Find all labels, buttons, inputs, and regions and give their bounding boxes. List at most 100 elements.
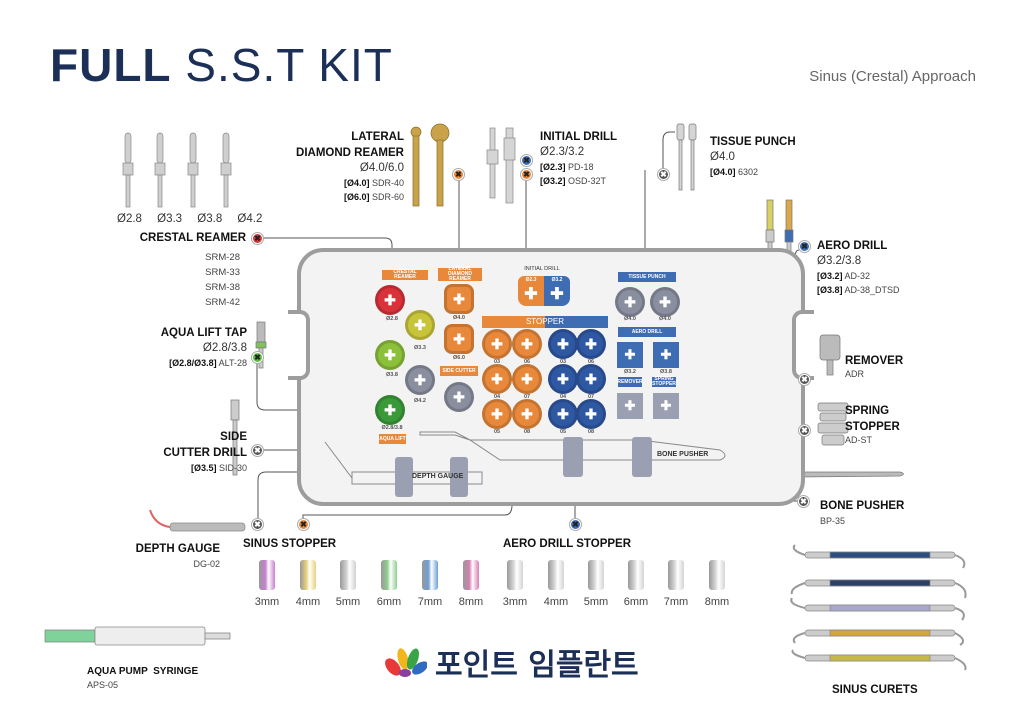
sinus-stopper-item	[259, 560, 275, 590]
well-label: 05	[559, 429, 567, 435]
sinus-stopper-item	[340, 560, 356, 590]
sinus-stopper-item	[381, 560, 397, 590]
well-label: Ø4.0	[659, 316, 671, 322]
stopper-size-label: 8mm	[458, 596, 484, 608]
marker-initial-23: ✖	[521, 155, 532, 166]
well-crestal-33: ✚	[405, 310, 435, 340]
syringe-tool	[44, 626, 231, 646]
well-remover: ✚	[617, 393, 643, 419]
aero-stopper-item	[628, 560, 644, 590]
leader-aqua	[256, 352, 375, 411]
page-title: FULL S.S.T KIT	[50, 39, 393, 91]
well-initial-32: Ø3.2✚	[544, 276, 570, 306]
marker-aqua-lift: ✖	[252, 352, 263, 363]
marker-side-cutter: ✖	[252, 445, 263, 456]
stopper-size-label: 6mm	[623, 596, 649, 608]
side-cutter-drill	[230, 399, 240, 476]
sinus-stopper-item	[300, 560, 316, 590]
tray-label-aqua-lift: AQUA LIFT	[379, 434, 406, 444]
well-label: Ø3.2	[551, 276, 563, 283]
crestal-reamer-title: CRESTAL REAMER	[139, 232, 246, 244]
well-stopper: ✚	[576, 364, 606, 394]
tray-label-spring: SPRING STOPPER	[652, 376, 676, 387]
sinus-curets-label: SINUS CURETS	[832, 684, 918, 696]
aero-stopper-item	[548, 560, 564, 590]
aero-stopper-item	[668, 560, 684, 590]
well-label: Ø2.8/3.8	[381, 425, 403, 431]
well-label: Ø3.3	[414, 345, 426, 351]
well-label: Ø3.8	[660, 369, 672, 375]
lateral-diamond-reamers	[410, 123, 450, 207]
well-label: 03	[493, 359, 501, 365]
aero-stopper-item	[709, 560, 725, 590]
well-lateral-40: ✚	[444, 284, 474, 314]
well-label: 08	[523, 429, 531, 435]
tissue-punches	[676, 123, 697, 191]
well-tissue-1: ✚	[615, 287, 645, 317]
marker-depth: ✖	[252, 519, 263, 530]
sinus-curets-tools	[790, 544, 967, 671]
well-label: Ø3.8	[386, 372, 398, 378]
stopper-size-label: 5mm	[335, 596, 361, 608]
well-stopper: ✚	[482, 364, 512, 394]
initial-drills	[486, 127, 516, 204]
tray-label-tissue: TISSUE PUNCH	[618, 272, 676, 282]
depth-gauge-tool	[149, 509, 246, 532]
stopper-size-label: 6mm	[376, 596, 402, 608]
well-stopper: ✚	[548, 399, 578, 429]
spring-stopper-tool	[817, 402, 849, 446]
page-subtitle: Sinus (Crestal) Approach	[809, 68, 976, 85]
marker-initial-32: ✖	[521, 169, 532, 180]
well-stopper: ✚	[548, 329, 578, 359]
well-side-cutter: ✚	[444, 382, 474, 412]
sinus-stopper-title: SINUS STOPPER	[243, 538, 337, 550]
sinus-stopper-item	[422, 560, 438, 590]
remover-tool	[819, 334, 841, 376]
tray-label-aero: AERO DRILL	[618, 327, 676, 337]
well-tissue-2: ✚	[650, 287, 680, 317]
well-label: 08	[587, 429, 595, 435]
marker-bone-pusher: ✖	[798, 496, 809, 507]
tray-label-side-cutter: SIDE CUTTER	[440, 366, 478, 376]
stopper-size-label: 7mm	[663, 596, 689, 608]
tray-notch-left	[288, 310, 310, 380]
leader-depth	[257, 471, 340, 519]
well-stopper: ✚	[576, 399, 606, 429]
stopper-size-label: 3mm	[502, 596, 528, 608]
well-crestal-42: ✚	[405, 365, 435, 395]
well-label: 04	[493, 394, 501, 400]
well-aqua-lift: ✚	[375, 395, 405, 425]
well-label: Ø2.8	[386, 316, 398, 322]
well-lateral-60: ✚	[444, 324, 474, 354]
well-label: Ø6.0	[453, 355, 465, 361]
tray-label-initial: INITIAL DRILL	[524, 266, 560, 272]
logo-petals-icon	[385, 648, 427, 677]
tray-label-remover: REMOVER	[617, 377, 643, 387]
crestal-reamer-drills	[122, 132, 232, 208]
well-stopper: ✚	[512, 329, 542, 359]
marker-remover: ✖	[799, 374, 810, 385]
well-spring: ✚	[653, 393, 679, 419]
stopper-size-label: 7mm	[417, 596, 443, 608]
marker-sinus-stopper: ✖	[298, 519, 309, 530]
well-stopper: ✚	[512, 364, 542, 394]
leader-crestal	[263, 237, 393, 285]
aero-stopper-item	[507, 560, 523, 590]
stopper-size-label: 4mm	[543, 596, 569, 608]
marker-aero-stopper: ✖	[570, 519, 581, 530]
crestal-sizes: Ø2.8 Ø3.3 Ø3.8 Ø4.2	[117, 213, 263, 225]
aero-stopper-title: AERO DRILL STOPPER	[503, 538, 632, 550]
leader-tissue	[662, 131, 675, 170]
tray-label-lateral: LATERAL DIAMOND REAMER	[438, 267, 482, 282]
marker-lateral: ✖	[453, 169, 464, 180]
well-crestal-38: ✚	[375, 340, 405, 370]
sinus-stopper-item	[463, 560, 479, 590]
marker-crestal: ✖	[252, 233, 263, 244]
tray-label-crestal: CRESTAL REAMER	[382, 270, 428, 280]
